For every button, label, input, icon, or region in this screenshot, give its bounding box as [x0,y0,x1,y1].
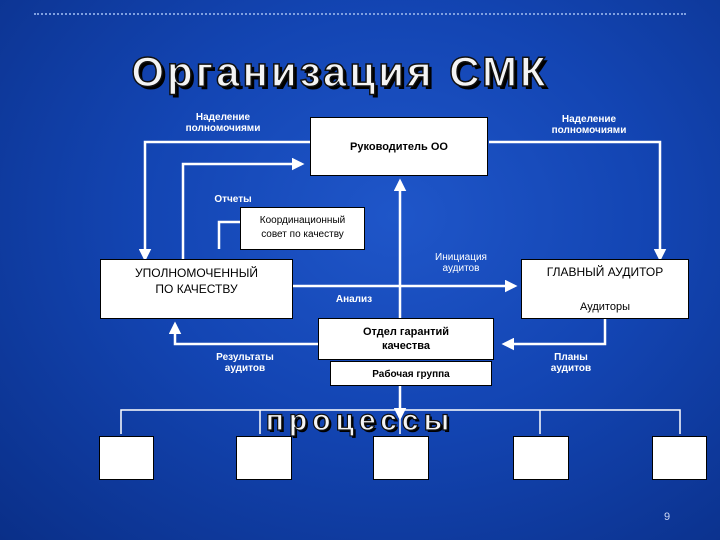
initiation-label: Инициация аудитов [435,252,487,274]
process-box-3 [373,436,429,480]
auditors-label: Аудиторы [580,301,630,313]
chief-auditor-box: ГЛАВНЫЙ АУДИТОР Аудиторы [521,259,689,319]
results-arrow [168,321,318,346]
work-group-box: Рабочая группа [330,361,492,386]
plans-arrow [501,318,607,351]
process-box-1 [99,436,154,480]
delegation-left-label: Наделение полномочиями [185,112,261,134]
analysis-label: Анализ [335,294,373,305]
qa-dept-label: Отдел гарантий качества [362,326,450,352]
council-box: Координационный совет по качеству [240,207,365,250]
plans-label: Планы аудитов [550,352,592,374]
authorized-box: УПОЛНОМОЧЕННЫЙ ПО КАЧЕСТВУ [100,259,293,319]
process-box-4 [513,436,569,480]
reports-arrow [181,157,305,259]
council-label: Координационный совет по качеству [259,215,346,240]
head-box: Руководитель ОО [310,117,488,176]
delegation-left-arrow [138,140,310,262]
process-box-5 [652,436,707,480]
delegation-right-arrow [489,140,667,262]
page-number: 9 [664,511,671,523]
top-dotted-line [34,13,686,15]
reports-label: Отчеты [214,194,252,205]
council-link [217,220,240,249]
work-group-label: Рабочая группа [372,369,450,380]
processes-title: процессы [265,403,455,437]
slide-title: Организация СМК [131,47,549,96]
delegation-right-label: Наделение полномочиями [551,114,627,136]
head-label: Руководитель ОО [350,141,448,153]
chief-auditor-label: ГЛАВНЫЙ АУДИТОР [546,265,664,279]
process-box-2 [236,436,292,480]
results-label: Результаты аудитов [216,352,274,374]
qa-dept-box: Отдел гарантий качества [318,318,494,360]
authorized-label: УПОЛНОМОЧЕННЫЙ ПО КАЧЕСТВУ [135,266,258,296]
